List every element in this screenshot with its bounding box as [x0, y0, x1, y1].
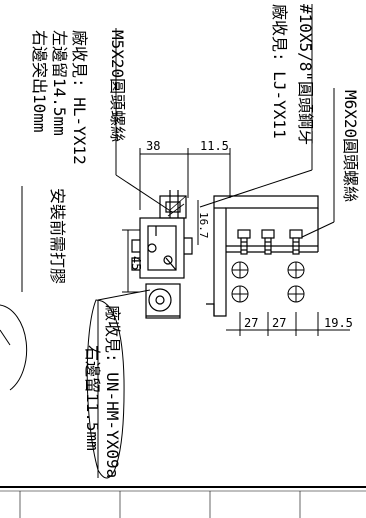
screw-3 — [289, 229, 303, 255]
dim-19-5: 19.5 — [324, 316, 353, 330]
label-10x5-8-screw: #10X5/8"圓頭鋼牙 — [296, 4, 315, 145]
screw-2 — [261, 229, 275, 255]
plate-hatch — [167, 195, 187, 217]
dim-38: 38 — [146, 139, 160, 153]
label-left-gap-14-5: 左邊留14.5mm — [50, 30, 69, 136]
dim-27-b: 27 — [272, 316, 286, 330]
screws — [237, 229, 303, 255]
dim-11-5: 11.5 — [200, 139, 229, 153]
partial-circle — [0, 304, 28, 391]
dimension-bottom — [226, 312, 350, 336]
leader-lines — [21, 4, 335, 478]
label-m5x20-screw: M5X20圓頭螺絲 — [108, 30, 127, 142]
screw-1 — [237, 229, 251, 255]
label-right-gap-11-5: 右邊留11.5mm — [83, 345, 102, 451]
label-supplier-hl-yx12: 廠收見: HL-YX12 — [70, 30, 89, 165]
callout-bubble — [86, 299, 125, 479]
label-install-glue-note: 安裝前需打膠 — [48, 188, 67, 284]
dim-27-a: 27 — [244, 316, 258, 330]
label-supplier-un-hm-yx09a: 廠收見: UN-HM-YX09a — [103, 305, 122, 478]
anchor-holes — [231, 261, 305, 303]
label-m6x20-screw: M6X20圓頭螺絲 — [341, 90, 360, 202]
label-right-protrude-10: 右邊突出10mm — [30, 30, 49, 133]
bottom-frame-ticks — [19, 491, 301, 518]
label-supplier-lj-yx11: 廠收見: LJ-YX11 — [270, 4, 289, 139]
dim-16-7: 16.7 — [197, 212, 210, 239]
dimension-top — [139, 148, 231, 210]
